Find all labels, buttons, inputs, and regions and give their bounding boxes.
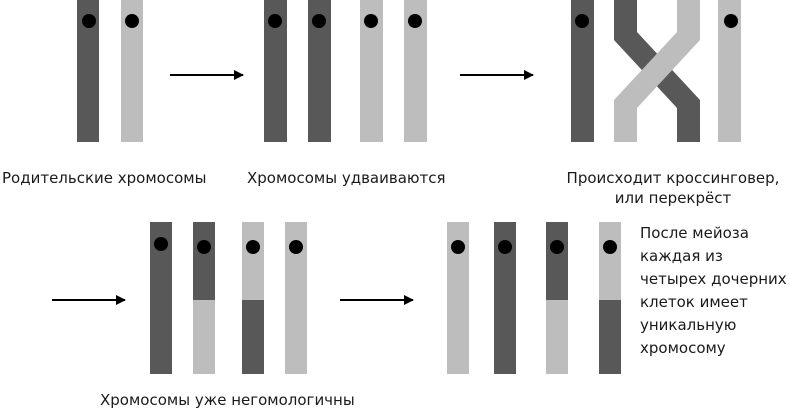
centromere bbox=[154, 237, 168, 251]
label-crossover-line1: Происходит кроссинговер, bbox=[566, 169, 780, 187]
centromere bbox=[82, 14, 96, 28]
duplicated-chromosomes bbox=[264, 0, 427, 142]
centromere bbox=[498, 240, 512, 254]
label-nonhomologous: Хромосомы уже негомологичны bbox=[100, 391, 355, 409]
nonhomologous-chromosomes bbox=[150, 222, 307, 374]
centromere bbox=[197, 240, 211, 254]
chromatid-dark bbox=[571, 0, 594, 142]
label-result-line4: клеток имеет bbox=[640, 293, 748, 311]
chromatid-dark-top bbox=[193, 222, 215, 300]
label-result: После мейоза каждая из четырех дочерних … bbox=[640, 222, 787, 360]
centromere bbox=[125, 14, 139, 28]
chromatid-light bbox=[718, 0, 741, 142]
crossing-chromatid-light bbox=[614, 0, 700, 142]
centromere bbox=[246, 240, 260, 254]
chromatid-light bbox=[360, 0, 383, 142]
label-parent-chromosomes: Родительские хромосомы bbox=[2, 169, 207, 187]
chromatid-light-bottom bbox=[546, 300, 568, 374]
crossover-chromosomes bbox=[571, 0, 741, 142]
centromere bbox=[364, 14, 378, 28]
centromere bbox=[603, 240, 617, 254]
label-result-line5: уникальную bbox=[640, 316, 737, 334]
centromere bbox=[575, 14, 589, 28]
chromatid-dark bbox=[264, 0, 287, 142]
chromatid-light bbox=[447, 222, 469, 374]
chromatid-light-top bbox=[599, 222, 621, 300]
chromatid-dark bbox=[150, 222, 172, 374]
chromatid-dark bbox=[77, 0, 99, 142]
parent-chromosomes bbox=[77, 0, 143, 142]
centromere bbox=[724, 14, 738, 28]
label-result-line1: После мейоза bbox=[640, 224, 749, 242]
chromatid-light-top bbox=[242, 222, 264, 300]
label-duplicate: Хромосомы удваиваются bbox=[247, 169, 446, 187]
chromatid-dark-bottom bbox=[242, 300, 264, 374]
chromatid-light bbox=[285, 222, 307, 374]
label-crossover-line2: или перекрёст bbox=[614, 189, 732, 207]
label-crossover: Происходит кроссинговер, или перекрёст bbox=[560, 168, 786, 208]
chromatid-light bbox=[404, 0, 427, 142]
label-result-line2: каждая из bbox=[640, 247, 723, 265]
chromatid-dark bbox=[494, 222, 516, 374]
centromere bbox=[268, 14, 282, 28]
centromere bbox=[408, 14, 422, 28]
daughter-cell-chromosomes bbox=[447, 222, 621, 374]
label-result-line6: хромосому bbox=[640, 339, 726, 357]
centromere bbox=[550, 240, 564, 254]
chromatid-dark-bottom bbox=[599, 300, 621, 374]
centromere bbox=[451, 240, 465, 254]
label-result-line3: четырех дочерних bbox=[640, 270, 787, 288]
centromere bbox=[312, 14, 326, 28]
centromere bbox=[289, 240, 303, 254]
chromatid-dark bbox=[308, 0, 331, 142]
chromatid-dark-top bbox=[546, 222, 568, 300]
chromatid-light bbox=[121, 0, 143, 142]
chromatid-light-bottom bbox=[193, 300, 215, 374]
